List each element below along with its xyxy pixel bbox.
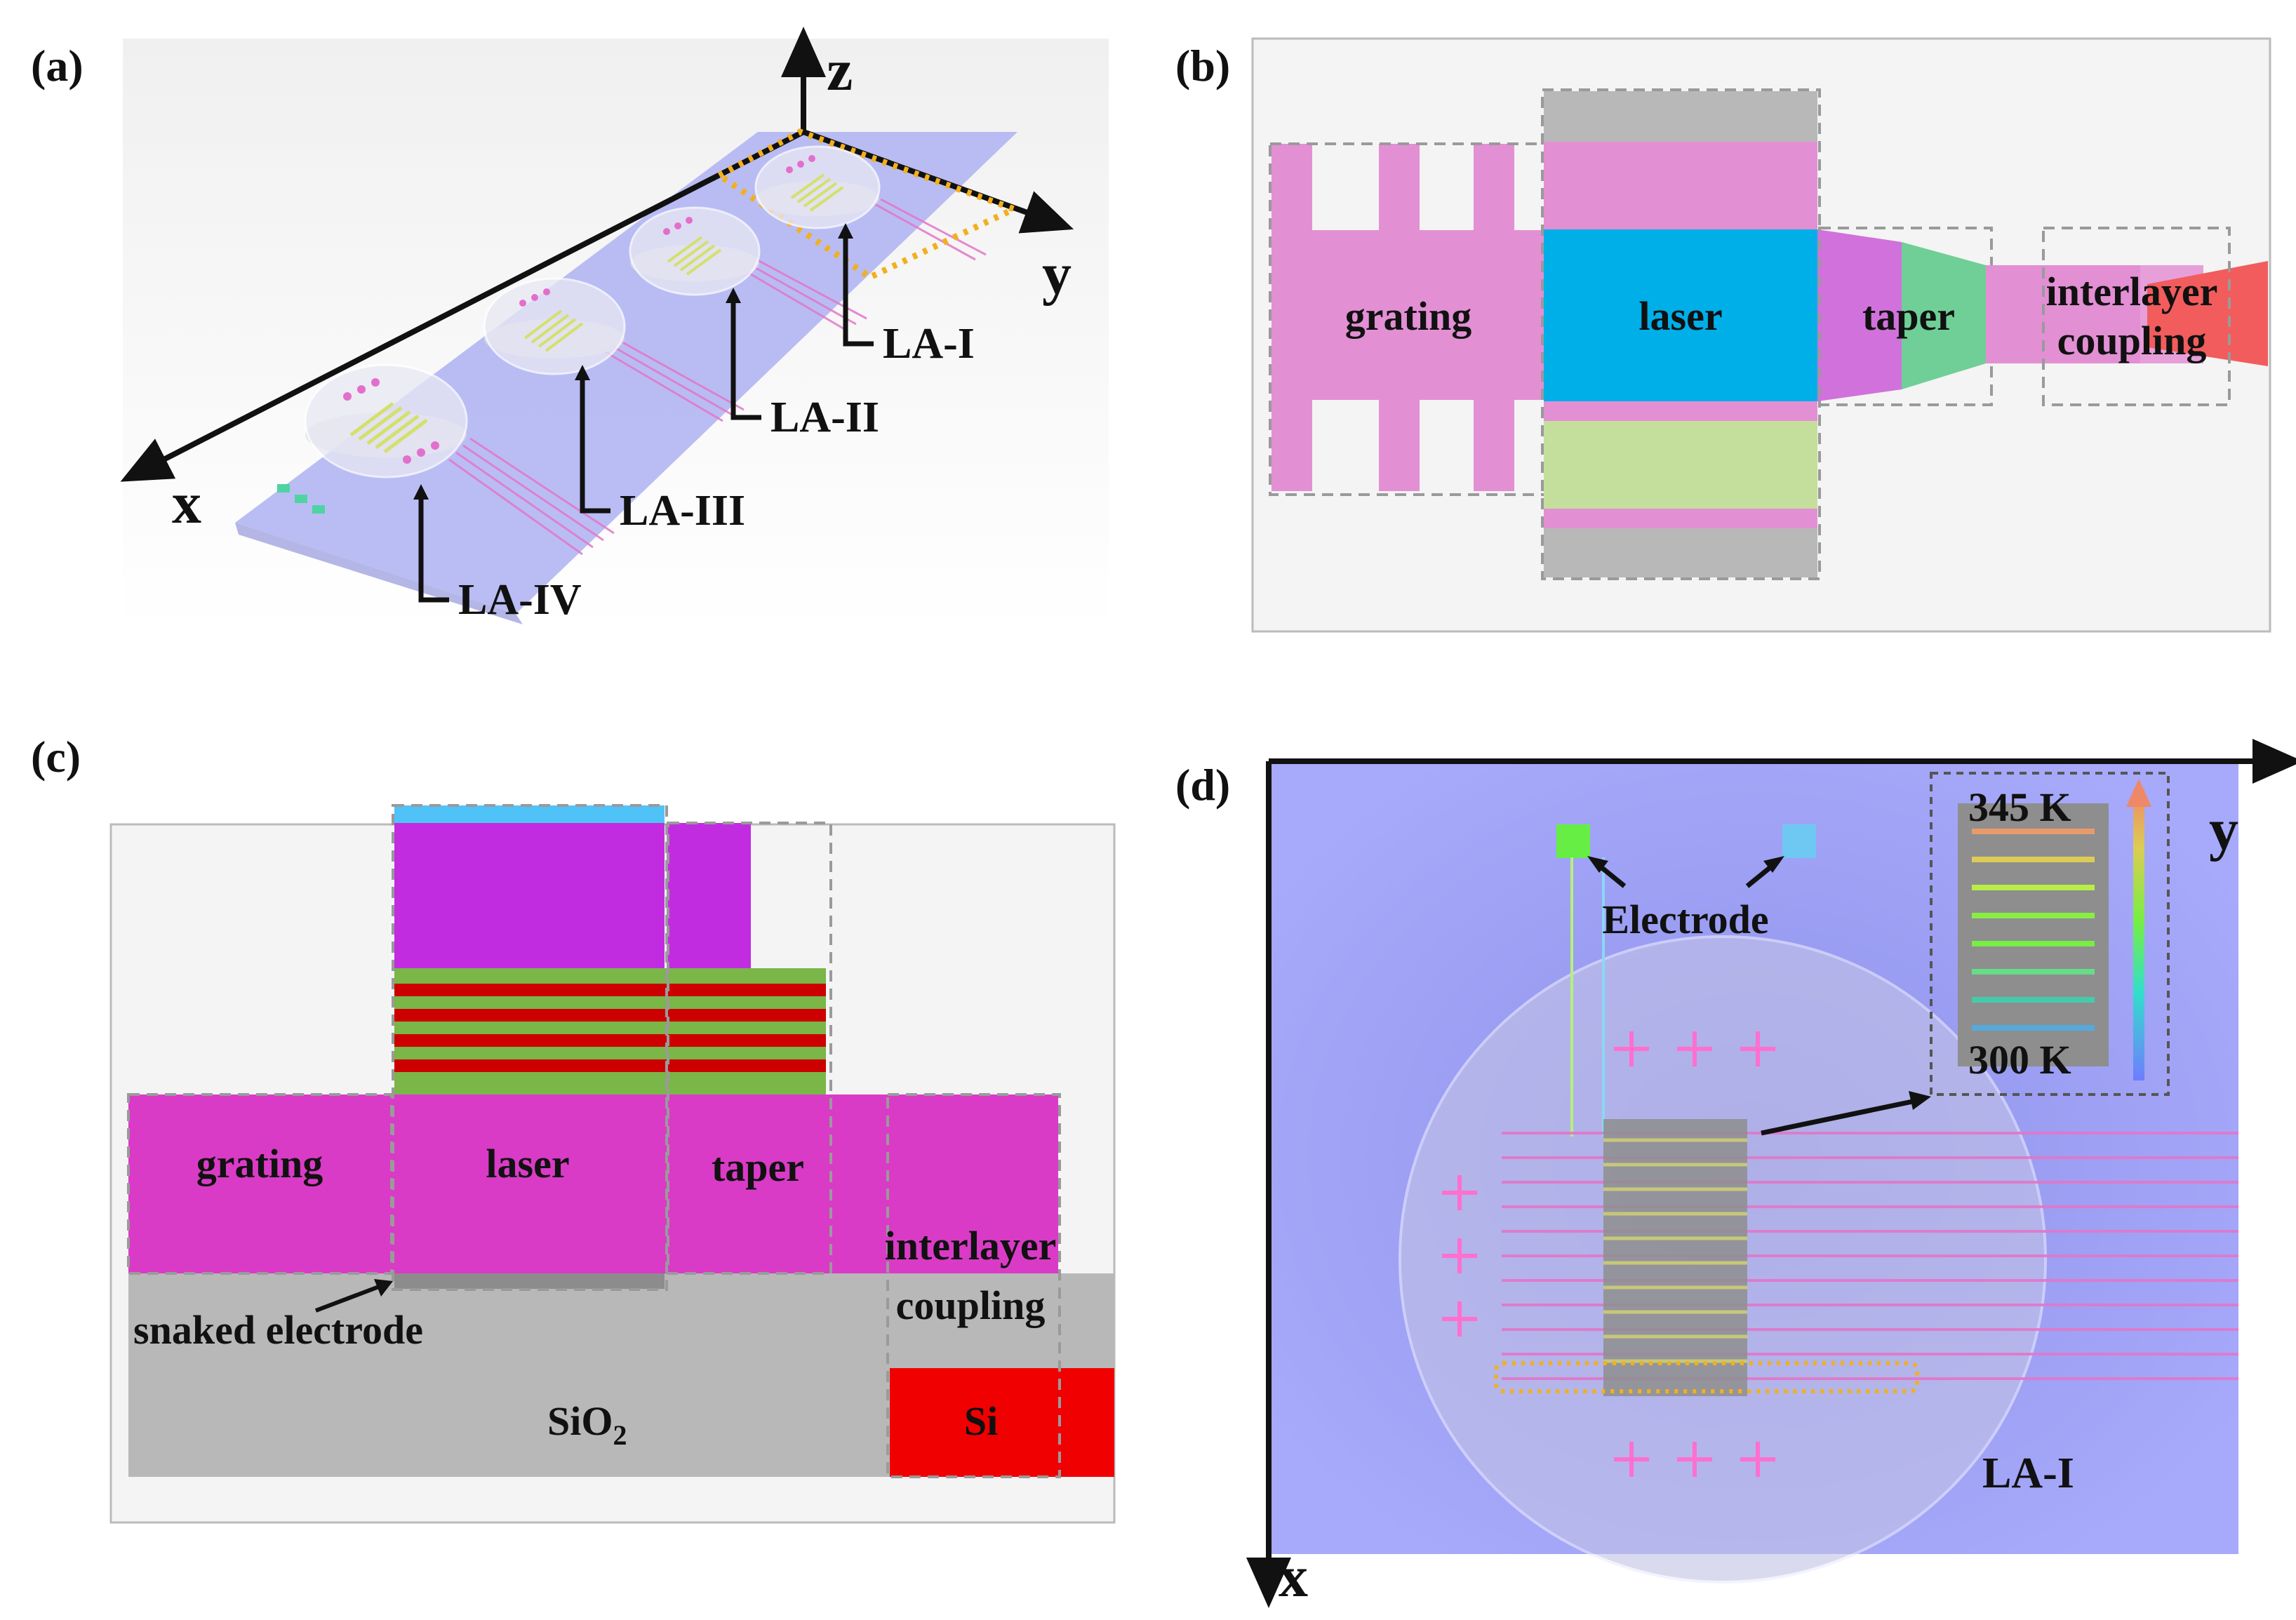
panel-c: (c) — [31, 732, 1116, 1524]
grating-dashed-box — [1269, 142, 1547, 496]
laser-top-contact — [394, 805, 665, 823]
b-label-interlayer: interlayer — [2046, 269, 2218, 314]
panel-d: (d) y x Electrode — [1175, 739, 2296, 1609]
x-axis-label-d: x — [1279, 1544, 1308, 1609]
c-dashed-boxes — [127, 804, 1061, 1478]
laser-top-electrode — [1544, 91, 1817, 142]
x-axis-label-a: x — [172, 471, 201, 536]
b-label-coupling: coupling — [2057, 318, 2207, 363]
selected-laser-box — [1494, 1361, 1919, 1393]
c-label-taper: taper — [712, 1144, 804, 1190]
c-label-interlayer: interlayer — [885, 1223, 1057, 1268]
coupling-waveguide — [1986, 265, 2140, 363]
inset-pointer-arrowhead — [1909, 1091, 1931, 1110]
disc-la-iii — [483, 277, 626, 375]
array-leader-arrowheads — [413, 223, 853, 500]
laser-p-layer — [394, 823, 665, 968]
scale-max-label: 345 K — [1968, 784, 2071, 830]
disc-la-ii — [629, 206, 761, 296]
c-label-grating: grating — [196, 1141, 323, 1186]
label-la-iv: LA-IV — [458, 576, 582, 624]
sio2-subscript: 2 — [613, 1419, 627, 1451]
electrode-label: Electrode — [1602, 897, 1768, 942]
c-label-sio2: SiO2 — [547, 1398, 627, 1451]
taper-green — [1902, 242, 1986, 389]
disc-la-iv — [304, 363, 468, 478]
electrode-arrowhead-right — [1763, 856, 1784, 873]
chip-substrate-edge — [235, 523, 523, 624]
b-label-laser: laser — [1638, 293, 1722, 339]
silicon-layer — [890, 1368, 1114, 1477]
z-axis-label: z — [827, 38, 853, 103]
disc-la-i — [754, 145, 881, 229]
thermal-inset-lines — [1972, 829, 2095, 1031]
waveguide-layer — [128, 1094, 1058, 1273]
grating-region — [1272, 144, 1545, 491]
taper-violet — [1817, 229, 1902, 401]
label-la-i: LA-I — [883, 320, 975, 368]
coupler-pads — [277, 484, 325, 514]
thermal-inset-block — [1958, 803, 2109, 1066]
coupling-silicon-taper — [2147, 261, 2268, 366]
laser-bottom-strip — [1544, 509, 1817, 528]
snaked-electrode-arrowhead — [374, 1279, 393, 1297]
y-axis-label-a: y — [1042, 241, 1072, 307]
y-axis-label-d: y — [2209, 797, 2238, 862]
colorbar-arrowhead — [2126, 779, 2151, 807]
laser-green-layer — [1544, 421, 1817, 509]
inset-pointer — [1761, 1097, 1920, 1136]
panel-d-label: (d) — [1175, 760, 1230, 810]
b-label-taper: taper — [1862, 293, 1955, 339]
electrode-arrowhead-left — [1587, 856, 1608, 873]
laser-lower-strip — [1544, 401, 1817, 421]
c-label-coupling: coupling — [896, 1283, 1046, 1328]
la-i-selection-box — [713, 128, 1022, 281]
taper-p-layer — [668, 823, 751, 968]
snaked-electrode-bar — [394, 1273, 665, 1289]
array-leaders — [418, 230, 874, 603]
d-label-la-i: LA-I — [1982, 1450, 2074, 1497]
coupling-dashed-box — [2042, 227, 2231, 406]
scale-min-label: 300 K — [1968, 1037, 2071, 1083]
b-label-grating: grating — [1345, 293, 1471, 339]
label-la-iii: LA-III — [620, 487, 745, 535]
panel-c-label: (c) — [31, 732, 81, 782]
laser-bottom-electrode — [1544, 528, 1817, 577]
c-label-laser: laser — [486, 1141, 569, 1186]
panel-b: (b) grating laser t — [1175, 37, 2271, 633]
panel-b-label: (b) — [1175, 41, 1230, 91]
c-label-si: Si — [964, 1398, 998, 1444]
temperature-colorbar — [2133, 789, 2144, 1080]
electrode-pad-left — [1556, 824, 1590, 858]
chip-substrate — [235, 132, 1017, 614]
sio2-text: SiO — [547, 1398, 613, 1444]
laser-core — [1544, 229, 1817, 401]
plus-markers — [1442, 1031, 1775, 1477]
waveguide-traces — [448, 198, 987, 556]
laser-upper-cladding — [1544, 142, 1817, 229]
laser-array-block — [1603, 1119, 1747, 1396]
panel-a: (a) z y x — [31, 27, 1109, 635]
label-la-ii: LA-II — [770, 394, 879, 441]
thermal-inset-frame — [1930, 772, 2170, 1096]
electrode-pad-right — [1782, 824, 1816, 858]
c-label-snaked-electrode: snaked electrode — [133, 1307, 423, 1353]
snaked-electrode-leader — [314, 1283, 384, 1313]
x-axis-a — [120, 129, 805, 482]
panel-a-label: (a) — [31, 41, 84, 91]
active-stripes — [394, 968, 826, 1094]
